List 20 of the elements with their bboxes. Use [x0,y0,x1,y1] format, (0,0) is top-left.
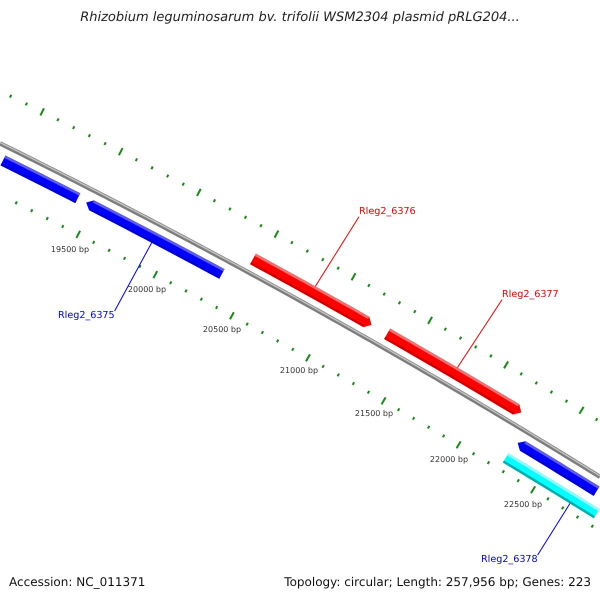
tick-label: 19500 bp [50,246,90,254]
gene-bar [502,453,600,518]
tick-label: 22500 bp [504,501,542,509]
genome-summary-text: Topology: circular; Length: 257,956 bp; Genes: 223 [284,576,591,588]
leader-line [456,299,502,368]
gene-bar [250,254,372,328]
leader-line [114,242,152,312]
tick-label: 20000 bp [128,286,166,294]
gene-label: Rleg2_6375 [58,311,115,321]
title: Rhizobium leguminosarum bv. trifolii WSM2304 plasmid pRLG204... [80,11,520,24]
gene-label: Rleg2_6376 [359,207,416,217]
leader-line [314,216,360,287]
tick-label: 21000 bp [280,367,318,375]
tick-label: 20500 bp [202,326,242,334]
tick-label: 22000 bp [430,456,468,464]
gene-label: Rleg2_6377 [502,290,559,300]
gene-bar [0,156,80,204]
tick-label: 21500 bp [354,410,394,418]
gene-label: Rleg2_6378 [481,555,538,565]
accession-text: Accession: NC_011371 [9,576,146,588]
